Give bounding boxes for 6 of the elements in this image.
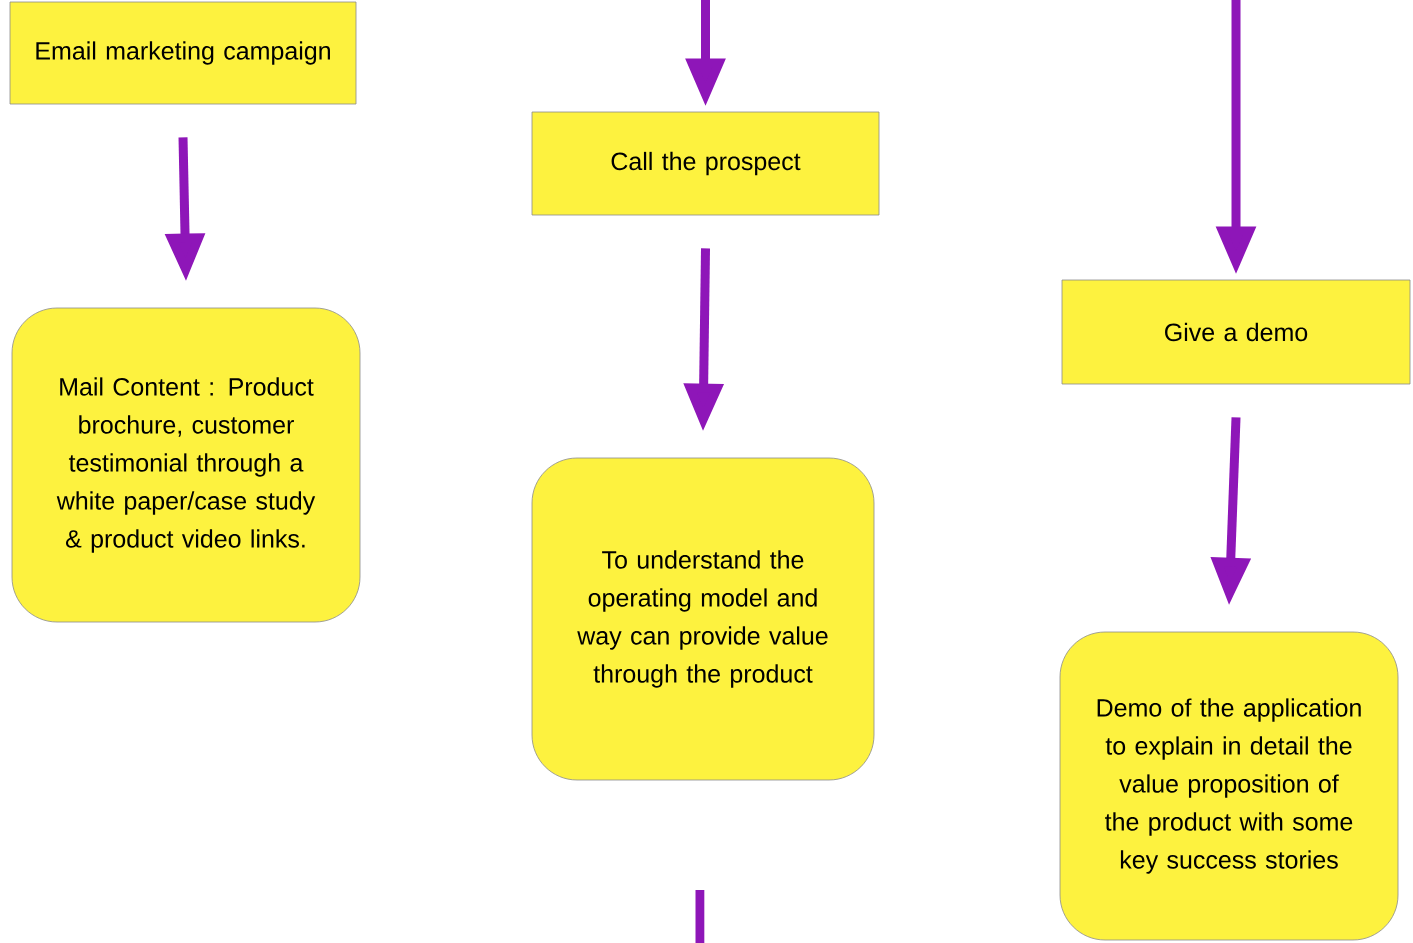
process-box: Email marketing campaign	[9, 1, 357, 105]
rounded-box: To understand the operating model and way can provide value through the product	[531, 457, 875, 781]
process-box: Give a demo	[1061, 279, 1411, 385]
rounded-box: Mail Content : Product brochure, customer testimonial through a white paper/case study & product video links.	[11, 307, 361, 623]
rounded-box: Demo of the application to explain in detail the value proposition of the product with some key success stories	[1059, 631, 1399, 941]
process-box: Call the prospect	[531, 111, 880, 216]
